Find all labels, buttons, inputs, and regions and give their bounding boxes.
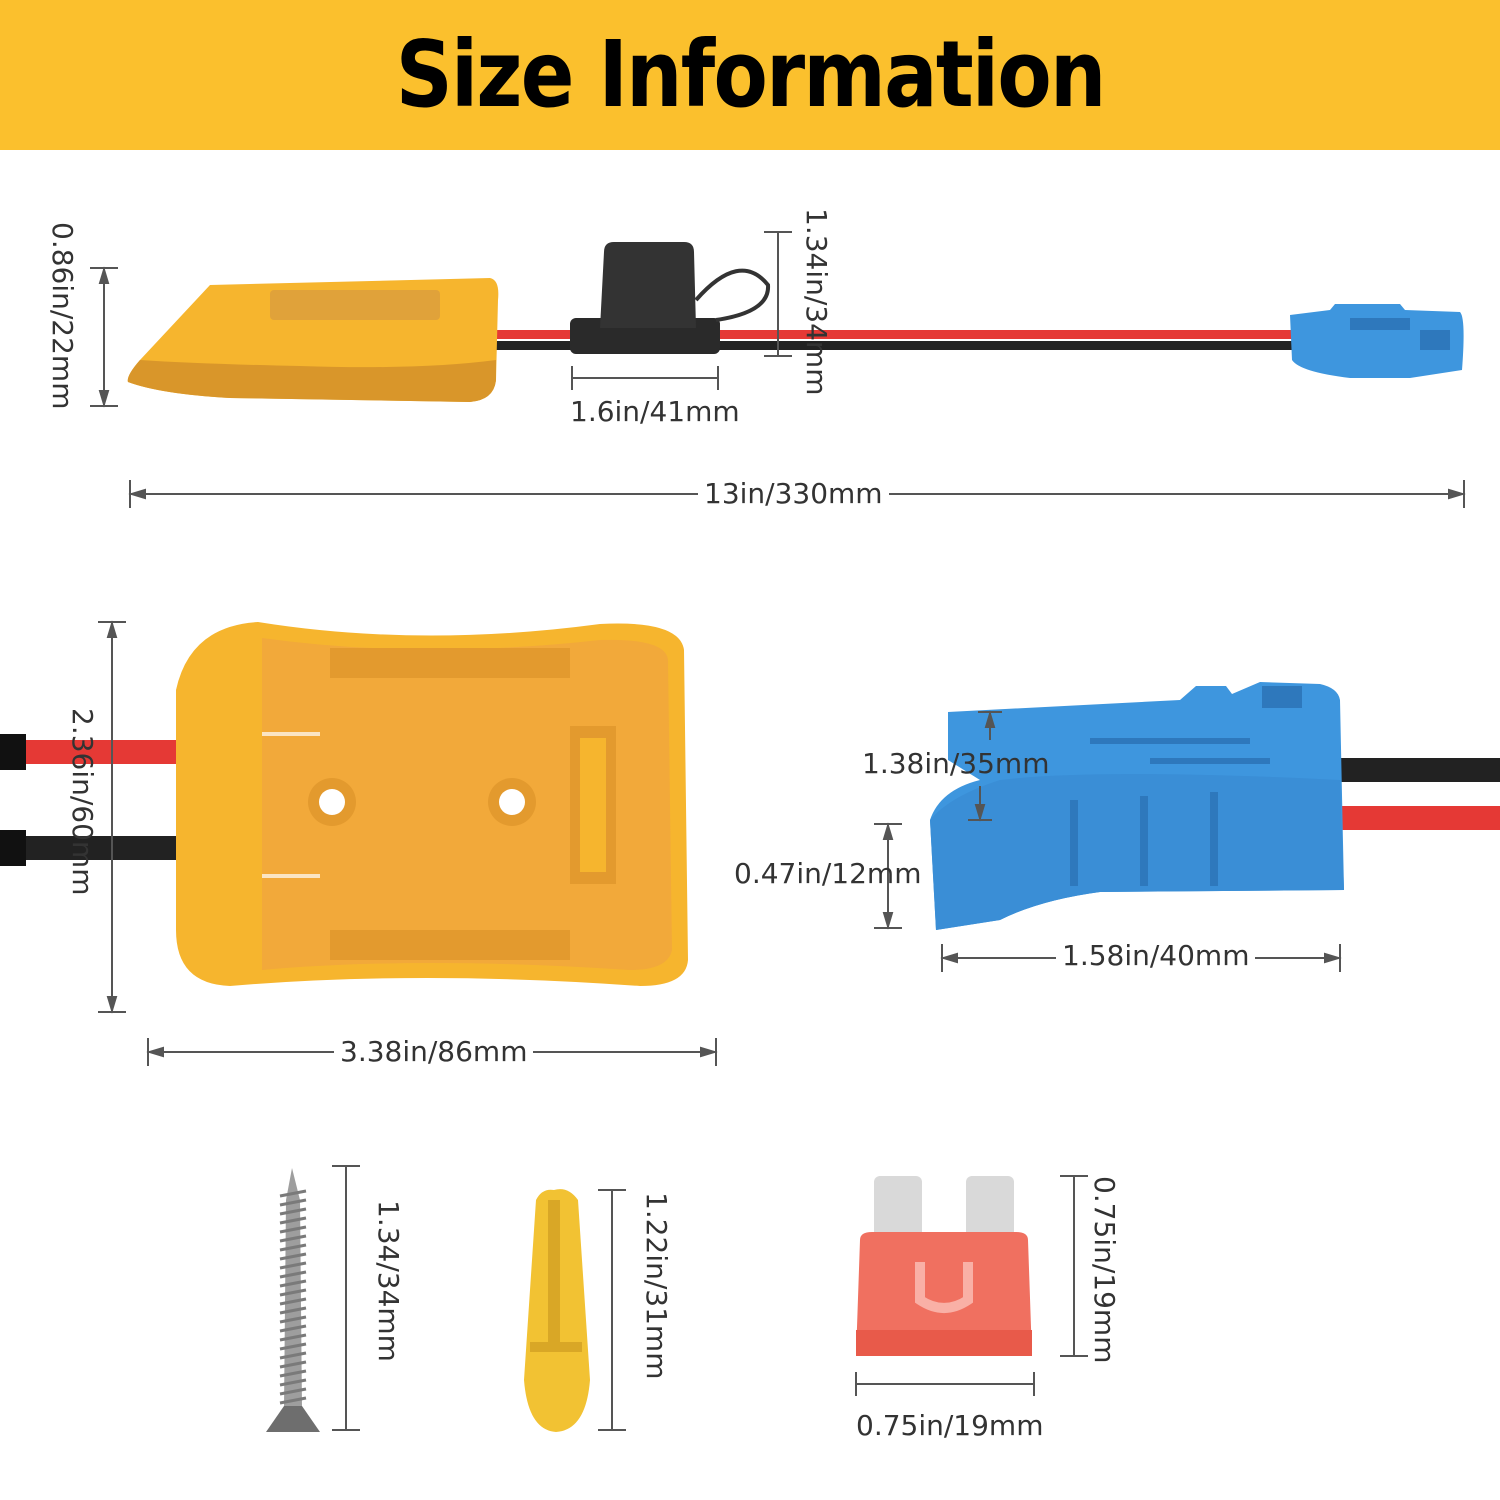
wall-anchor-icon (524, 1189, 590, 1432)
row3-dimension-lines (332, 1165, 1088, 1431)
anchor-length-label: 1.22in/31mm (640, 1192, 673, 1380)
black-wire-top (0, 836, 180, 860)
fuse-holder-icon (570, 242, 771, 354)
fuse-holder-width-label: 1.6in/41mm (570, 395, 740, 428)
red-wire-top (0, 740, 180, 764)
battery-adapter-icon (127, 278, 499, 402)
screw-icon (266, 1168, 320, 1432)
total-length-label: 13in/330mm (698, 480, 889, 508)
black-wire (480, 341, 1300, 350)
adapter-top-view (0, 622, 688, 986)
connector-step-label: 0.47in/12mm (734, 857, 922, 890)
connector-plug-icon (930, 682, 1344, 930)
fuse-width-label: 0.75in/19mm (856, 1409, 1044, 1442)
cable-side-view (127, 242, 1464, 402)
connector-height-label: 1.38in/35mm (862, 747, 1050, 780)
adapter-top-width-label: 3.38in/86mm (334, 1038, 534, 1066)
banner-title: Size Information (395, 21, 1107, 128)
title-banner: Size Information (0, 0, 1500, 150)
connector-plug-icon (1290, 304, 1464, 378)
row2-right-dimension-lines (874, 710, 1342, 972)
connector-detail-view (930, 682, 1500, 930)
red-wire (480, 330, 1300, 339)
adapter-side-height-label: 0.86in/22mm (46, 222, 79, 410)
screw-length-label: 1.34/34mm (372, 1200, 405, 1362)
blade-fuse-icon (856, 1176, 1032, 1356)
fuse-holder-height-label: 1.34in/34mm (800, 208, 833, 396)
adapter-top-height-label: 2.36in/60mm (66, 708, 99, 896)
battery-adapter-icon (176, 622, 688, 986)
connector-width-label: 1.58in/40mm (1056, 942, 1256, 970)
fuse-height-label: 0.75in/19mm (1088, 1176, 1121, 1364)
